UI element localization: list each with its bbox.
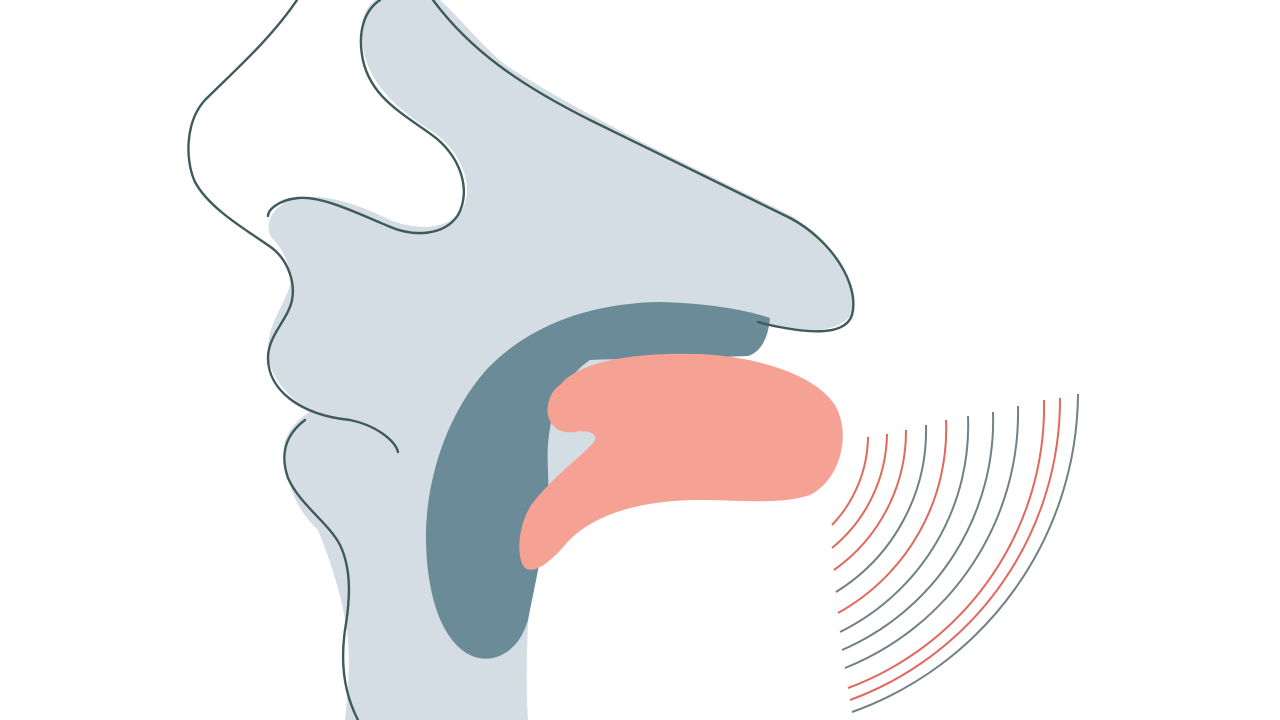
sound-wave-arc [837,419,948,614]
sound-wave-arc [841,411,995,651]
sound-wave-arc [839,415,970,633]
sound-wave-arc [851,393,1079,713]
sound-wave-arc [844,405,1020,669]
face-outline [187,0,400,720]
sound-waves [831,393,1079,713]
sound-wave-arc [833,429,908,571]
sound-wave-arc [847,399,1046,689]
sound-wave-arc [831,436,869,526]
sound-wave-arc [849,397,1062,701]
sound-wave-arc [835,424,928,593]
sound-wave-arc [831,433,888,549]
nose-outline [266,0,855,333]
palate-cavity [425,302,770,659]
tongue [519,353,843,570]
